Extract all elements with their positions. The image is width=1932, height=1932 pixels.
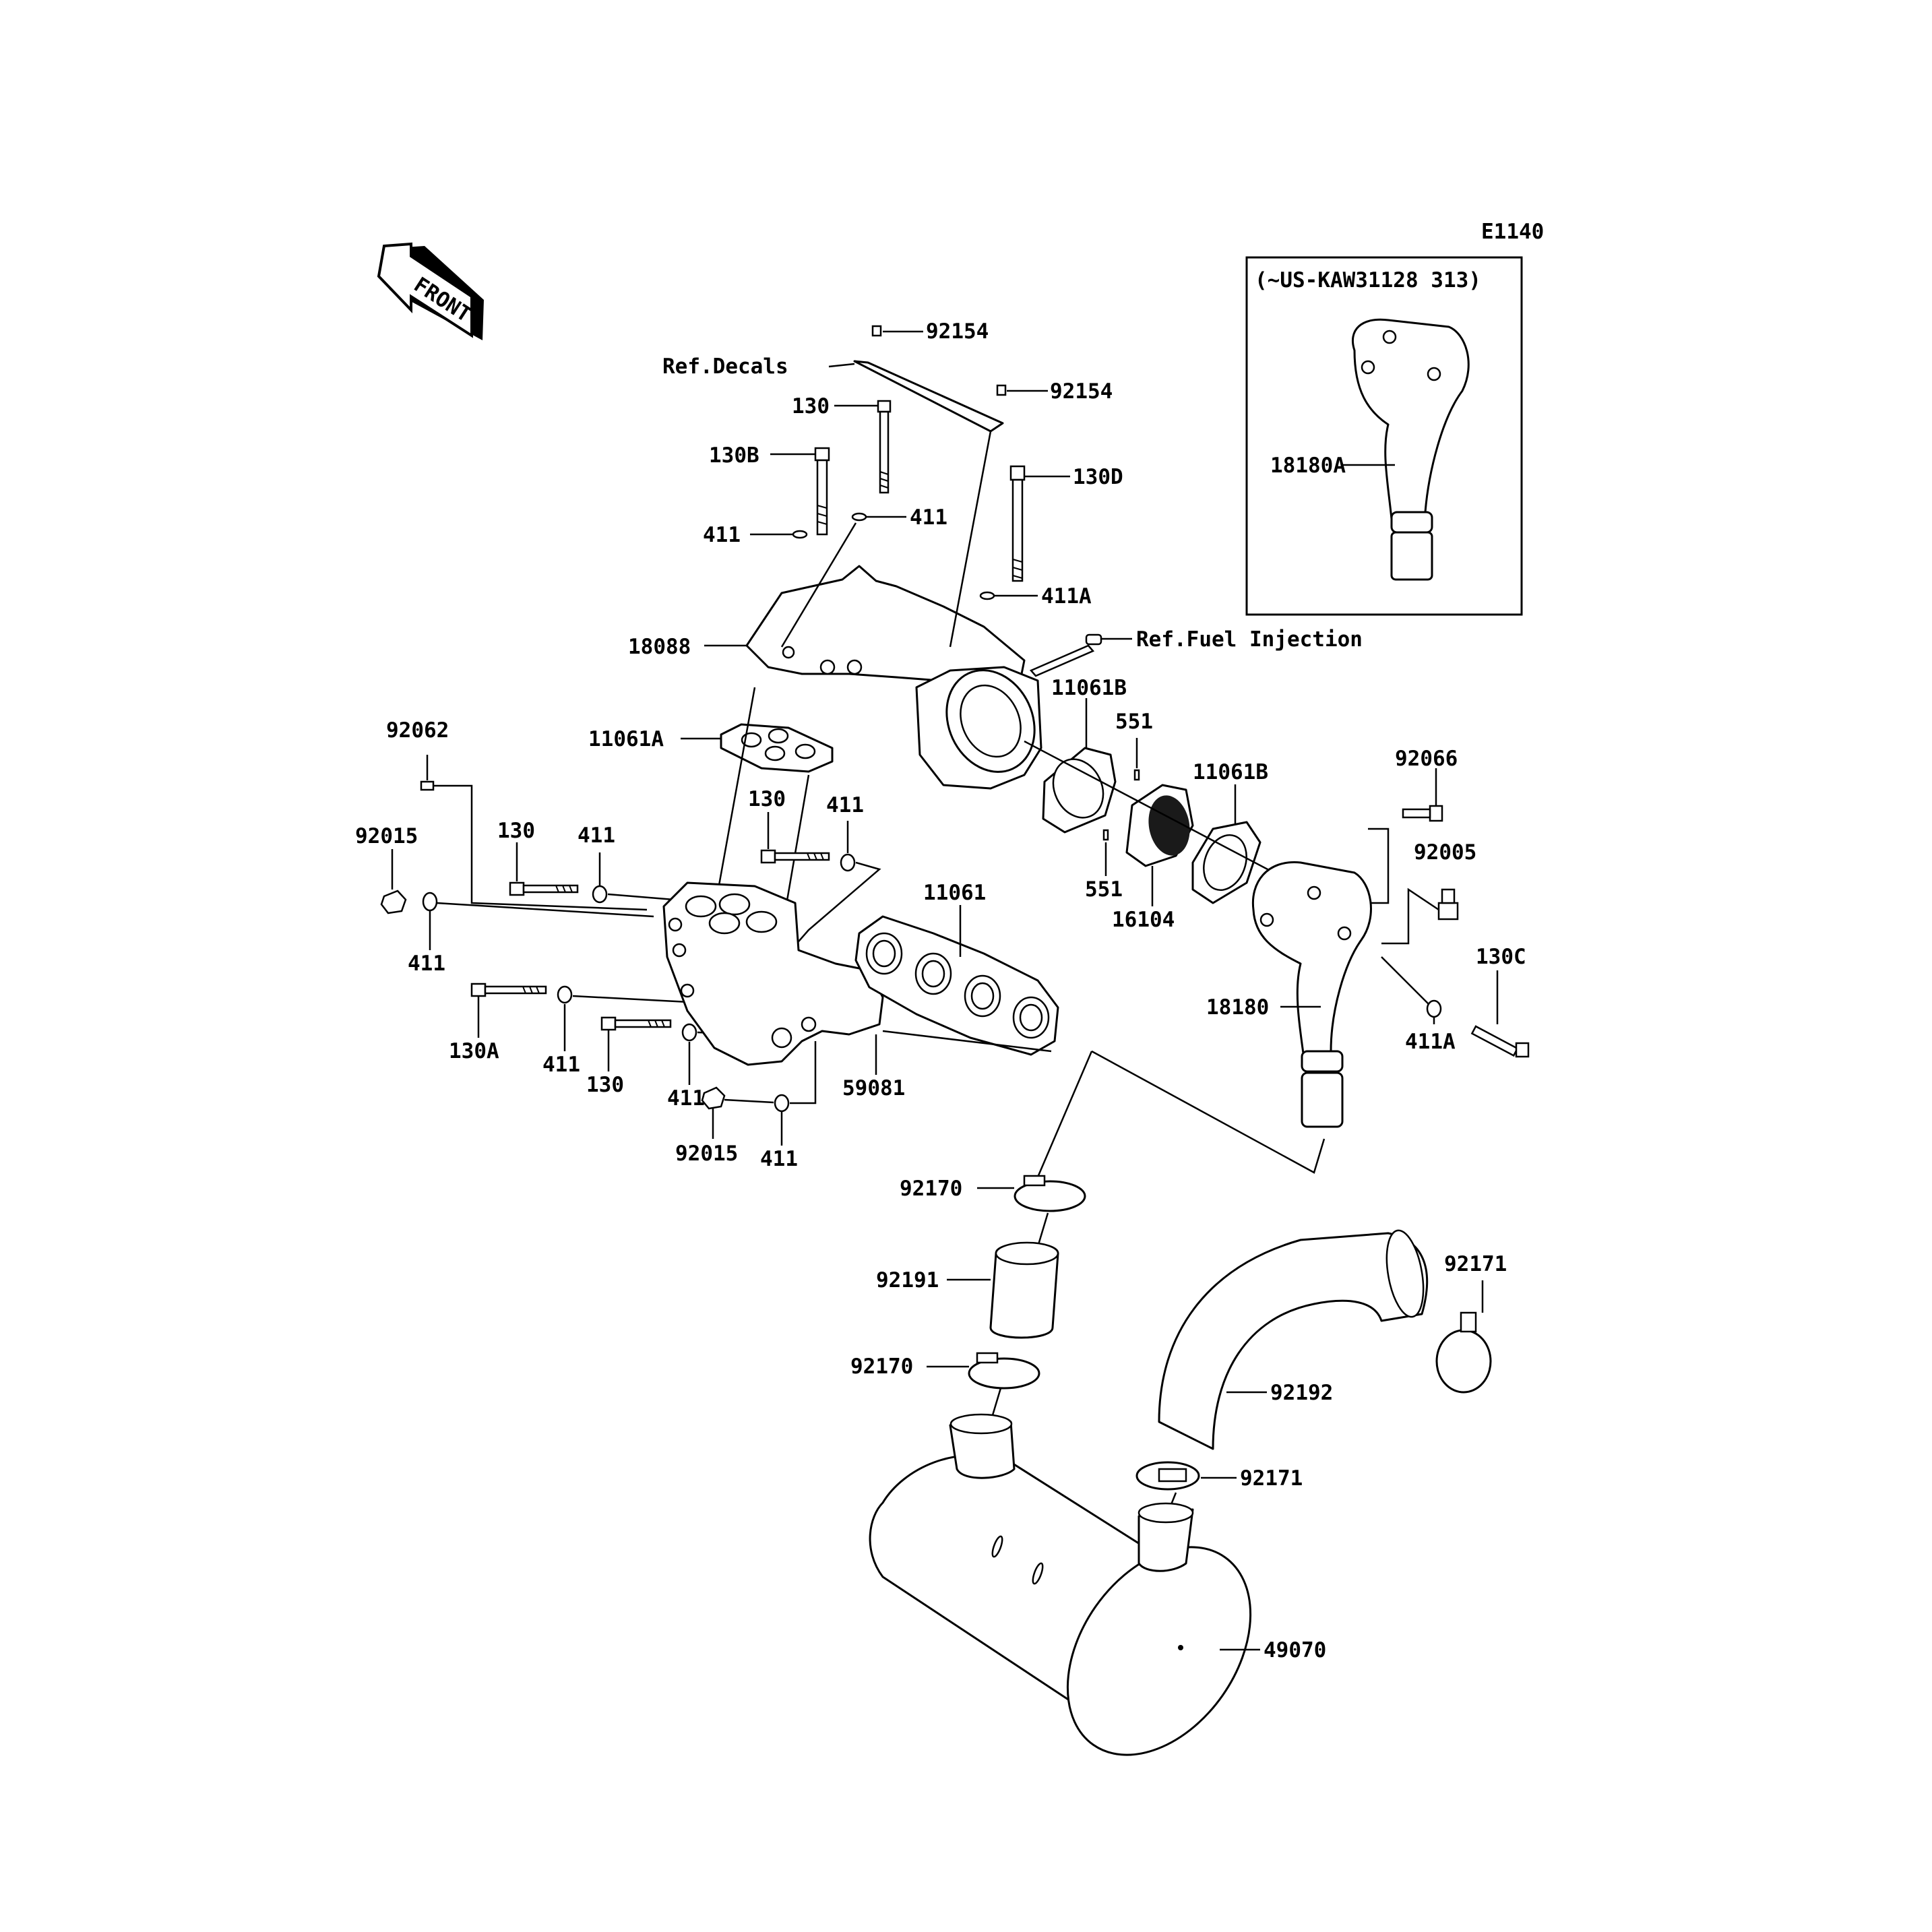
label-18088: 18088 xyxy=(628,635,691,659)
gasket-11061A: 11061A xyxy=(588,723,834,773)
gasket-11061: 11061 xyxy=(854,881,1059,1056)
elbow-pipe-18180A xyxy=(1351,318,1470,520)
hose-92191: 92191 xyxy=(876,1241,1059,1339)
inset-caption: (~US-KAW31128 313) xyxy=(1255,268,1481,292)
label-ref-decals: Ref.Decals xyxy=(662,354,788,379)
clamp-92171-b: 92171 xyxy=(1135,1461,1303,1491)
washer-411-d: 411 xyxy=(578,823,675,904)
label-92170-a: 92170 xyxy=(900,1177,962,1201)
label-130C: 130C xyxy=(1476,945,1526,969)
pin-551-a: 551 xyxy=(1115,710,1153,781)
pin-551-b: 551 xyxy=(1085,829,1123,902)
washer-411-f: 411 xyxy=(542,985,728,1077)
label-11061B-a: 11061B xyxy=(1051,676,1127,700)
label-130-mid: 130 xyxy=(748,787,786,811)
bolt-130A: 130A xyxy=(449,983,547,1063)
label-92191: 92191 xyxy=(876,1268,939,1292)
label-92171-a: 92171 xyxy=(1444,1252,1507,1276)
label-130-top: 130 xyxy=(792,394,830,418)
label-130B: 130B xyxy=(709,443,759,468)
manifold-18088: 18088 Ref.Fuel Injection xyxy=(628,565,1363,790)
label-411-c: 411 xyxy=(408,952,445,976)
label-551-a: 551 xyxy=(1115,710,1153,734)
washer-411A-right: 411A xyxy=(1405,999,1456,1054)
label-11061A: 11061A xyxy=(588,727,664,751)
muffler-49070: 49070 xyxy=(869,1413,1326,1756)
label-18180A: 18180A xyxy=(1270,454,1346,478)
label-ref-fuel: Ref.Fuel Injection xyxy=(1136,627,1363,652)
bolt-130D: 130D xyxy=(1009,465,1123,582)
label-411-g: 411 xyxy=(667,1086,705,1111)
label-411-a: 411 xyxy=(703,523,741,547)
label-411-f: 411 xyxy=(542,1053,580,1077)
washer-411-c: 411 xyxy=(408,892,654,976)
fitting-92005: 92005 xyxy=(1414,840,1476,921)
hose-92192: 92192 xyxy=(1158,1229,1429,1450)
bolt-92066: 92066 xyxy=(1395,747,1458,822)
bolt-130-low: 130 xyxy=(586,1016,672,1097)
washer-411-h: 411 xyxy=(724,1041,817,1171)
label-130-left: 130 xyxy=(497,819,535,843)
washer-411-b: 411 xyxy=(851,505,947,530)
label-11061B-b: 11061B xyxy=(1193,760,1268,784)
front-arrow-icon: FRONT xyxy=(377,242,484,340)
label-130-low: 130 xyxy=(586,1073,624,1097)
clamp-92170-b: 92170 xyxy=(850,1352,1040,1390)
catalyst-16104: 16104 xyxy=(1112,784,1194,932)
label-92062: 92062 xyxy=(386,718,449,743)
washer-411A-top: 411A xyxy=(979,584,1092,609)
label-92171-b: 92171 xyxy=(1240,1466,1303,1491)
label-411A-right: 411A xyxy=(1405,1030,1456,1054)
decal-plate: Ref.Decals xyxy=(662,354,1004,433)
bolt-130C: 130C xyxy=(1470,945,1530,1058)
label-92005: 92005 xyxy=(1414,840,1476,865)
diagram-code: E1140 xyxy=(1481,220,1544,244)
bolt-130B: 130B xyxy=(709,443,830,536)
label-92170-b: 92170 xyxy=(850,1354,913,1379)
label-411A-top: 411A xyxy=(1041,584,1092,609)
screw-92154-top: 92154 xyxy=(871,319,989,344)
label-92192: 92192 xyxy=(1270,1381,1333,1405)
label-92015-left: 92015 xyxy=(355,824,418,848)
washer-411-a: 411 xyxy=(703,523,808,547)
stud-92062: 92062 xyxy=(386,718,648,911)
inset-panel: (~US-KAW31128 313) 18180A xyxy=(1245,256,1523,616)
label-92015-low: 92015 xyxy=(675,1142,738,1166)
gasket-11061B-a: 11061B xyxy=(1042,676,1127,834)
gasket-11061B-b: 11061B xyxy=(1191,760,1268,904)
nut-92015-left: 92015 xyxy=(355,824,418,914)
label-130D: 130D xyxy=(1073,465,1123,489)
label-130A: 130A xyxy=(449,1039,499,1063)
screw-92154-mid: 92154 xyxy=(996,379,1113,404)
nut-92015-low: 92015 xyxy=(675,1086,738,1166)
manifold-59081: 59081 xyxy=(662,881,905,1100)
label-92066: 92066 xyxy=(1395,747,1458,771)
clamp-92170-a: 92170 xyxy=(900,1175,1086,1212)
bolt-130-left: 130 xyxy=(497,819,579,896)
elbow-pipe-18180: 18180 xyxy=(1206,861,1372,1128)
label-411-b: 411 xyxy=(910,505,947,530)
label-11061: 11061 xyxy=(923,881,986,905)
label-92154-mid: 92154 xyxy=(1050,379,1113,404)
label-411-h: 411 xyxy=(760,1147,798,1171)
label-411-d: 411 xyxy=(578,823,615,848)
label-551-b: 551 xyxy=(1085,877,1123,902)
washer-411-g: 411 xyxy=(667,1023,755,1111)
bolt-130-mid: 130 xyxy=(748,787,830,864)
label-18180: 18180 xyxy=(1206,995,1269,1020)
bolt-130-top: 130 xyxy=(792,394,892,494)
label-49070: 49070 xyxy=(1264,1638,1326,1662)
label-411-e: 411 xyxy=(826,793,864,817)
clamp-92171-a: 92171 xyxy=(1435,1252,1507,1394)
label-92154-top: 92154 xyxy=(926,319,989,344)
label-16104: 16104 xyxy=(1112,908,1175,932)
pipe-ring xyxy=(1390,511,1433,534)
label-59081: 59081 xyxy=(842,1076,905,1100)
